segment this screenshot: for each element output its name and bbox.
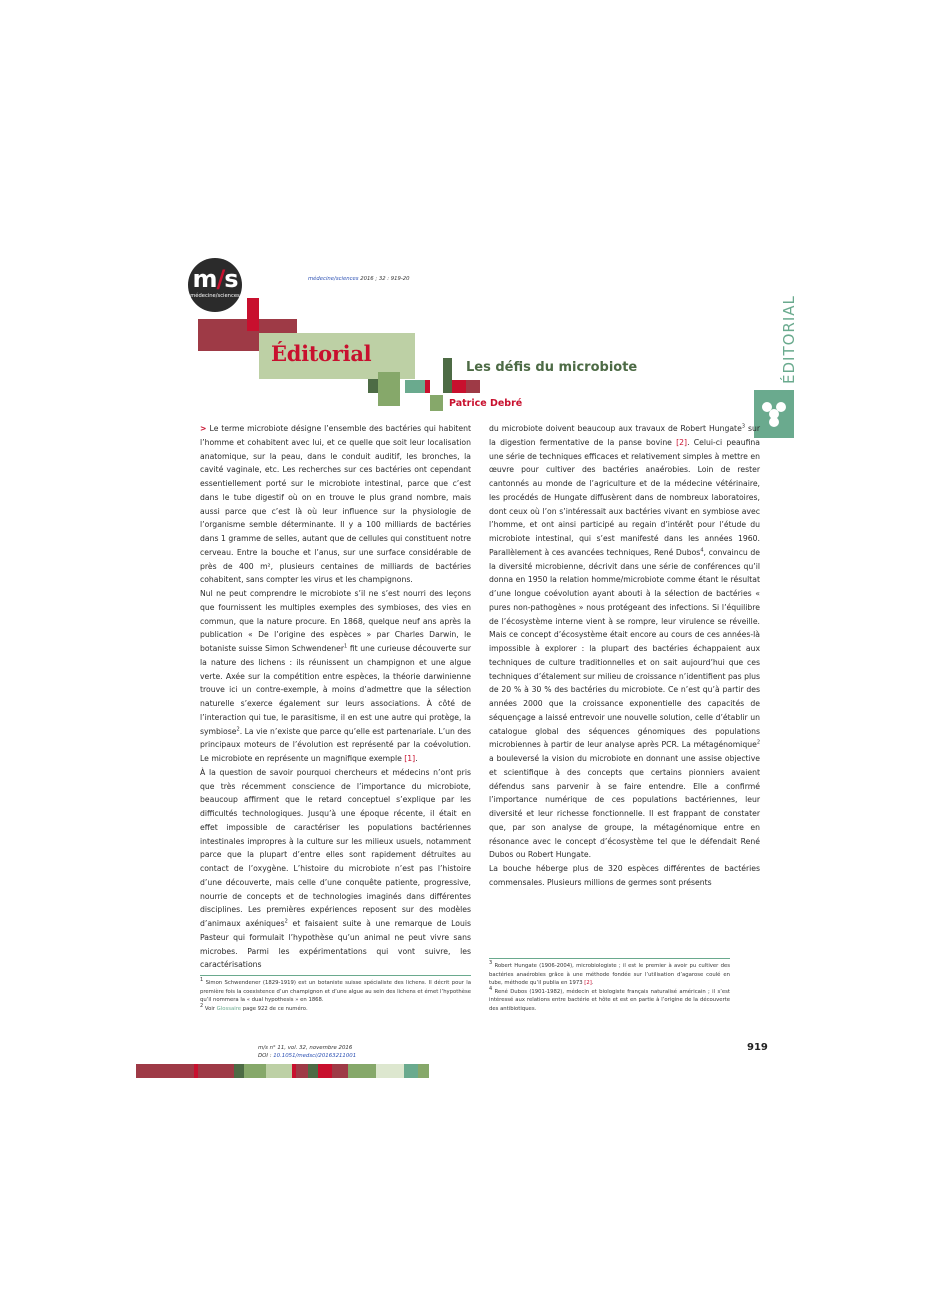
paragraph: Nul ne peut comprendre le microbiote s’i… (200, 589, 472, 763)
section-title: Éditorial (271, 341, 372, 366)
body-column-right: du microbiote doivent beaucoup aux trava… (489, 422, 760, 890)
footnote-rule (489, 958, 730, 959)
paragraph: La bouche héberge plus de 320 espèces di… (489, 864, 760, 887)
side-section-label: ÉDITORIAL (780, 295, 798, 384)
paragraph: du microbiote doivent beaucoup aux trava… (489, 423, 760, 860)
reference-link[interactable]: [2] (676, 437, 688, 447)
body-column-left: > Le terme microbiote désigne l’ensemble… (200, 422, 471, 972)
logo-subtext: médecine/sciences (190, 293, 240, 299)
footnote-rule (200, 975, 471, 976)
footer-info: m/s n° 11, vol. 32, novembre 2016 DOI : … (258, 1045, 357, 1059)
footnote: 4 René Dubos (1901-1982), médecin et bio… (489, 986, 730, 1012)
page-number: 919 (747, 1042, 768, 1053)
article-title: Les défis du microbiote (466, 360, 638, 375)
paragraph: À la question de savoir pourquoi cherche… (200, 767, 471, 970)
reference-link[interactable]: [2] (584, 980, 592, 987)
citation: médecine/sciences 2016 ; 32 : 919-20 (308, 276, 410, 282)
paragraph: > Le terme microbiote désigne l’ensemble… (200, 424, 471, 585)
logo-mark: m/s (192, 265, 238, 293)
paragraph-marker-icon: > (200, 424, 210, 433)
trefoil-icon (762, 402, 786, 427)
side-badge (754, 390, 794, 438)
footnote: 3 Robert Hungate (1906-2004), microbiolo… (489, 960, 730, 987)
doi-link[interactable]: 10.1051/medsci/20163211001 (273, 1053, 357, 1059)
footnotes-left: 1 Simon Schwendener (1829-1919) est un b… (200, 977, 471, 1013)
footnotes-right: 3 Robert Hungate (1906-2004), microbiolo… (489, 960, 730, 1014)
reference-link[interactable]: [1] (404, 754, 416, 763)
footnote: 2 Voir Glossaire page 922 de ce numéro. (200, 1003, 308, 1012)
footnote: 1 Simon Schwendener (1829-1919) est un b… (200, 977, 471, 1004)
journal-logo: m/s médecine/sciences (188, 258, 242, 312)
glossary-link[interactable]: Glossaire (216, 1005, 242, 1012)
author: Patrice Debré (449, 398, 523, 409)
